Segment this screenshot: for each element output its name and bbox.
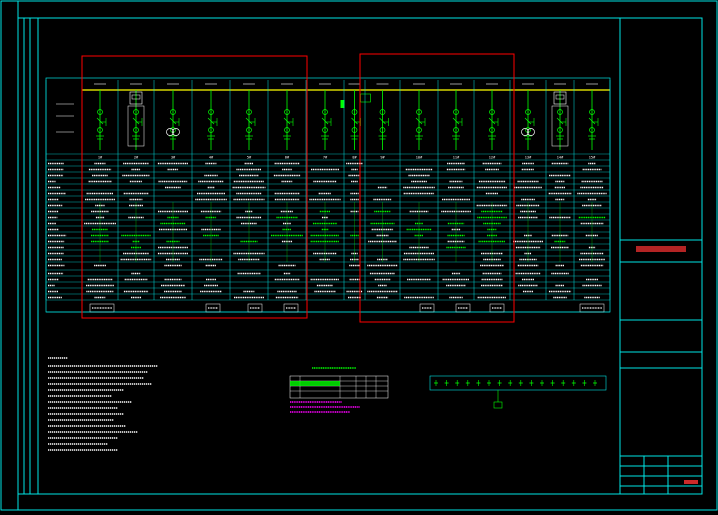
column-header: 8#: [352, 156, 357, 160]
breaker-symbol-icon: [208, 109, 214, 115]
terminal-end-icon: [493, 401, 503, 409]
column-header: 15#: [589, 156, 596, 160]
breaker-symbol-icon: [284, 109, 290, 115]
cabinet-column: [450, 83, 463, 150]
breaker-symbol-icon: [525, 109, 531, 115]
breaker-symbol-icon: [322, 109, 328, 115]
cabinet-column: [127, 83, 145, 150]
cabinet-column: [486, 83, 499, 150]
terminal-strip: [429, 375, 607, 409]
cabinet-column: [521, 83, 535, 150]
column-header: 10#: [416, 156, 423, 160]
cabinet-column: [94, 83, 107, 150]
binding-strip: [17, 1, 38, 510]
legend-frame: [289, 375, 389, 399]
highlight-box-right: [359, 53, 515, 323]
cabinet-column: [205, 83, 218, 150]
highlight-box-left: [81, 55, 308, 319]
sheet-number-stamp: [684, 480, 698, 484]
breaker-symbol-icon: [489, 109, 495, 115]
legend-swatch: [290, 381, 340, 386]
column-header: 7#: [323, 156, 328, 160]
column-header: 5#: [247, 156, 252, 160]
column-header: 9#: [380, 156, 385, 160]
breaker-symbol-icon: [453, 109, 459, 115]
breaker-symbol-icon: [379, 109, 386, 115]
cabinet-parameter-table: 1# 2# 3# 4# 5# 6# 7# 8# 9# 10# 11# 12# 13# 14# 15#: [45, 77, 611, 313]
single-line-diagram: [56, 83, 610, 150]
column-header: 14#: [557, 156, 564, 160]
legend-table: [289, 367, 389, 413]
cabinet-outline-icon: [553, 91, 567, 105]
pt-cabinet-icon: [360, 93, 371, 103]
breaker-symbol-icon: [557, 109, 563, 115]
cabinet-column: [340, 83, 371, 150]
column-header: 3#: [171, 156, 176, 160]
cabinet-column: [319, 83, 332, 150]
breaker-symbol-icon: [97, 109, 103, 115]
breaker-symbol-icon: [416, 109, 422, 115]
cabinet-column: [413, 83, 426, 150]
title-stamp: [636, 246, 686, 252]
breaker-symbol-icon: [170, 109, 176, 115]
cabinet-column: [551, 83, 569, 150]
column-header: 4#: [209, 156, 214, 160]
terminal-frame: [429, 375, 607, 391]
column-header: 12#: [489, 156, 496, 160]
drawing-frame: [37, 17, 703, 495]
breaker-symbol-icon: [246, 109, 252, 115]
cabinet-outline-icon: [129, 91, 143, 105]
transformer-symbol-icon: [521, 128, 529, 136]
notes-block: [48, 357, 158, 451]
column-header: 2#: [134, 156, 139, 160]
transformer-symbol-icon: [166, 128, 174, 136]
column-header: 11#: [453, 156, 460, 160]
column-header: 6#: [285, 156, 290, 160]
column-header: 13#: [525, 156, 532, 160]
breaker-symbol-icon: [589, 109, 595, 115]
breaker-symbol-icon: [133, 109, 139, 115]
title-column: [619, 18, 702, 494]
cabinet-column: [586, 83, 599, 150]
cabinet-column: [243, 83, 256, 150]
column-header: 1#: [98, 156, 103, 160]
cabinet-column: [281, 83, 294, 150]
breaker-symbol-icon: [351, 109, 358, 115]
cabinet-column: [376, 83, 389, 150]
cabinet-column: [166, 83, 180, 150]
